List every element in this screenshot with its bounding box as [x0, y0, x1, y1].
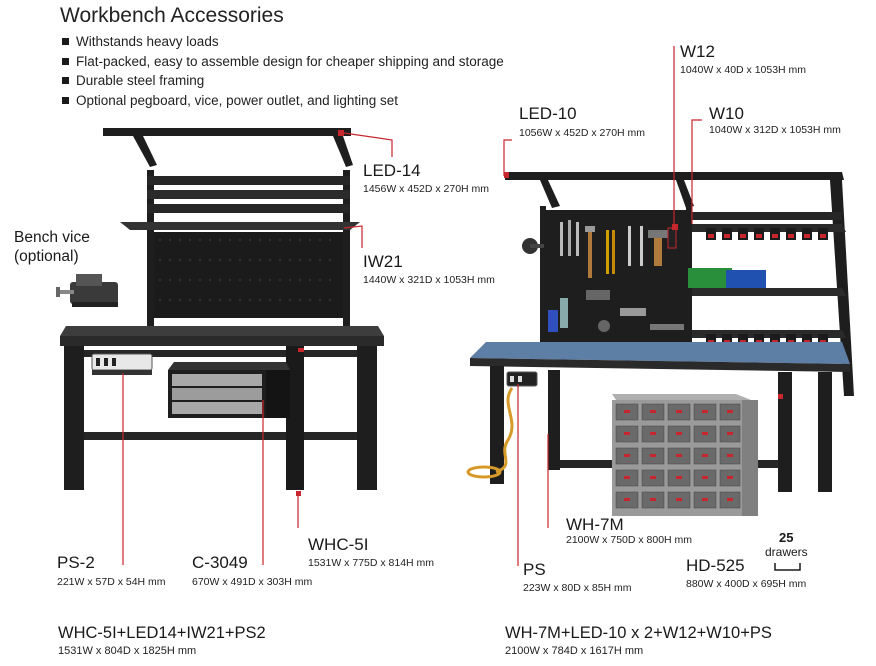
ps-power-strip-image	[466, 371, 538, 479]
c3049-toolbox-image	[168, 362, 290, 418]
left-combo-dims: 1531W x 804D x 1825H mm	[58, 645, 197, 657]
whc5i-dims: 1531W x 775D x 814H mm	[308, 557, 435, 569]
left-combo-label: WHC-5I+LED14+IW21+PS2	[58, 624, 266, 642]
whc5i-label: WHC-5I	[308, 535, 369, 554]
iw21-dims: 1440W x 321D x 1053H mm	[363, 274, 495, 286]
hd525-label: HD-525	[686, 556, 745, 575]
w10-label: W10	[709, 104, 744, 123]
ps2-label: PS-2	[57, 553, 95, 572]
w12-pegboard-image	[546, 210, 686, 346]
ps2-dims: 221W x 57D x 54H mm	[57, 576, 166, 588]
w12-label: W12	[680, 42, 715, 61]
bench-vice-label: Bench vice (optional)	[14, 229, 90, 265]
led14-dims: 1456W x 452D x 270H mm	[363, 183, 490, 195]
feature-list: Withstands heavy loads Flat-packed, easy…	[62, 32, 504, 110]
bench-vice-image	[56, 274, 118, 307]
hd525-cabinet-image	[612, 394, 758, 516]
desk-lamp-image	[522, 238, 544, 254]
whc5i-bench-image	[60, 326, 384, 496]
ps2-power-strip-image	[91, 353, 153, 375]
led10-label: LED-10	[519, 104, 577, 123]
iw21-label: IW21	[363, 252, 403, 271]
drawer-count-label: drawers	[765, 545, 808, 559]
callout-lines	[122, 46, 702, 566]
right-combo-label: WH-7M+LED-10 x 2+W12+W10+PS	[505, 624, 772, 642]
drawers-bracket-icon	[774, 563, 801, 571]
w12-dims: 1040W x 40D x 1053H mm	[680, 64, 807, 76]
page-title: Workbench Accessories	[60, 4, 284, 27]
w10-dims: 1040W x 312D x 1053H mm	[709, 124, 841, 136]
wh7m-dims: 2100W x 750D x 800H mm	[566, 534, 693, 546]
feature-item: Optional pegboard, vice, power outlet, a…	[62, 91, 504, 111]
drawer-count: 25	[779, 530, 794, 545]
w10-shelf-image	[688, 224, 846, 346]
iw21-pegboard-image	[120, 170, 360, 330]
feature-item: Withstands heavy loads	[62, 32, 504, 52]
right-combo-dims: 2100W x 784D x 1617H mm	[505, 645, 644, 657]
wh7m-label: WH-7M	[566, 515, 624, 534]
feature-item: Durable steel framing	[62, 71, 504, 91]
c3049-label: C-3049	[192, 553, 248, 572]
led14-light-image	[103, 128, 353, 167]
ps-label: PS	[523, 560, 546, 579]
ps-dims: 223W x 80D x 85H mm	[523, 582, 632, 594]
c3049-dims: 670W x 491D x 303H mm	[192, 576, 313, 588]
feature-item: Flat-packed, easy to assemble design for…	[62, 52, 504, 72]
hd525-dims: 880W x 400D x 695H mm	[686, 578, 807, 590]
led14-label: LED-14	[363, 161, 421, 180]
right-workbench-image	[466, 172, 854, 571]
left-workbench-image	[56, 128, 384, 496]
led10-dims: 1056W x 452D x 270H mm	[519, 127, 646, 139]
